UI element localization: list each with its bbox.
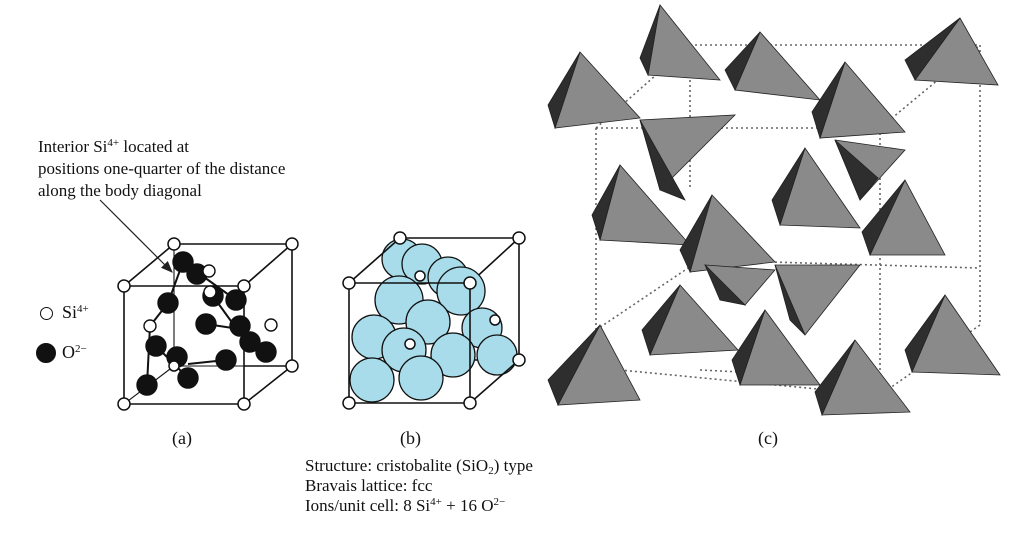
panel-a-ions xyxy=(136,251,278,396)
panel-b-corner-atoms xyxy=(342,231,526,410)
panel-c-tetrahedra xyxy=(547,4,1001,417)
caption-c: (c) xyxy=(758,428,778,448)
structure-info: Structure: cristobalite (SiO2) type Brav… xyxy=(305,456,533,516)
panel-b-spheres xyxy=(349,238,518,403)
lattice-line: Bravais lattice: fcc xyxy=(305,476,433,495)
si-legend-label: Si4+ xyxy=(62,302,89,322)
panel-a-unit-cell xyxy=(123,243,293,405)
panel-a-corner-atoms xyxy=(117,237,299,411)
annotation-arrow xyxy=(99,199,173,273)
panel-b-front-edges xyxy=(348,237,520,404)
o-legend-dot xyxy=(36,343,56,363)
annotation-text: Interior Si4+ located at positions one-q… xyxy=(38,136,285,202)
o-legend-label: O2− xyxy=(62,342,87,362)
ions-line: Ions/unit cell: 8 Si4+ + 16 O2− xyxy=(305,496,506,515)
annotation-line-1: Interior Si4+ located at xyxy=(38,137,189,156)
annotation-line-3: along the body diagonal xyxy=(38,181,202,200)
structure-line: Structure: cristobalite (SiO2) type xyxy=(305,456,533,477)
annotation-line-2: positions one-quarter of the distance xyxy=(38,159,286,178)
si-legend-dot xyxy=(40,307,53,320)
caption-a: (a) xyxy=(172,428,192,448)
caption-b: (b) xyxy=(400,428,421,448)
